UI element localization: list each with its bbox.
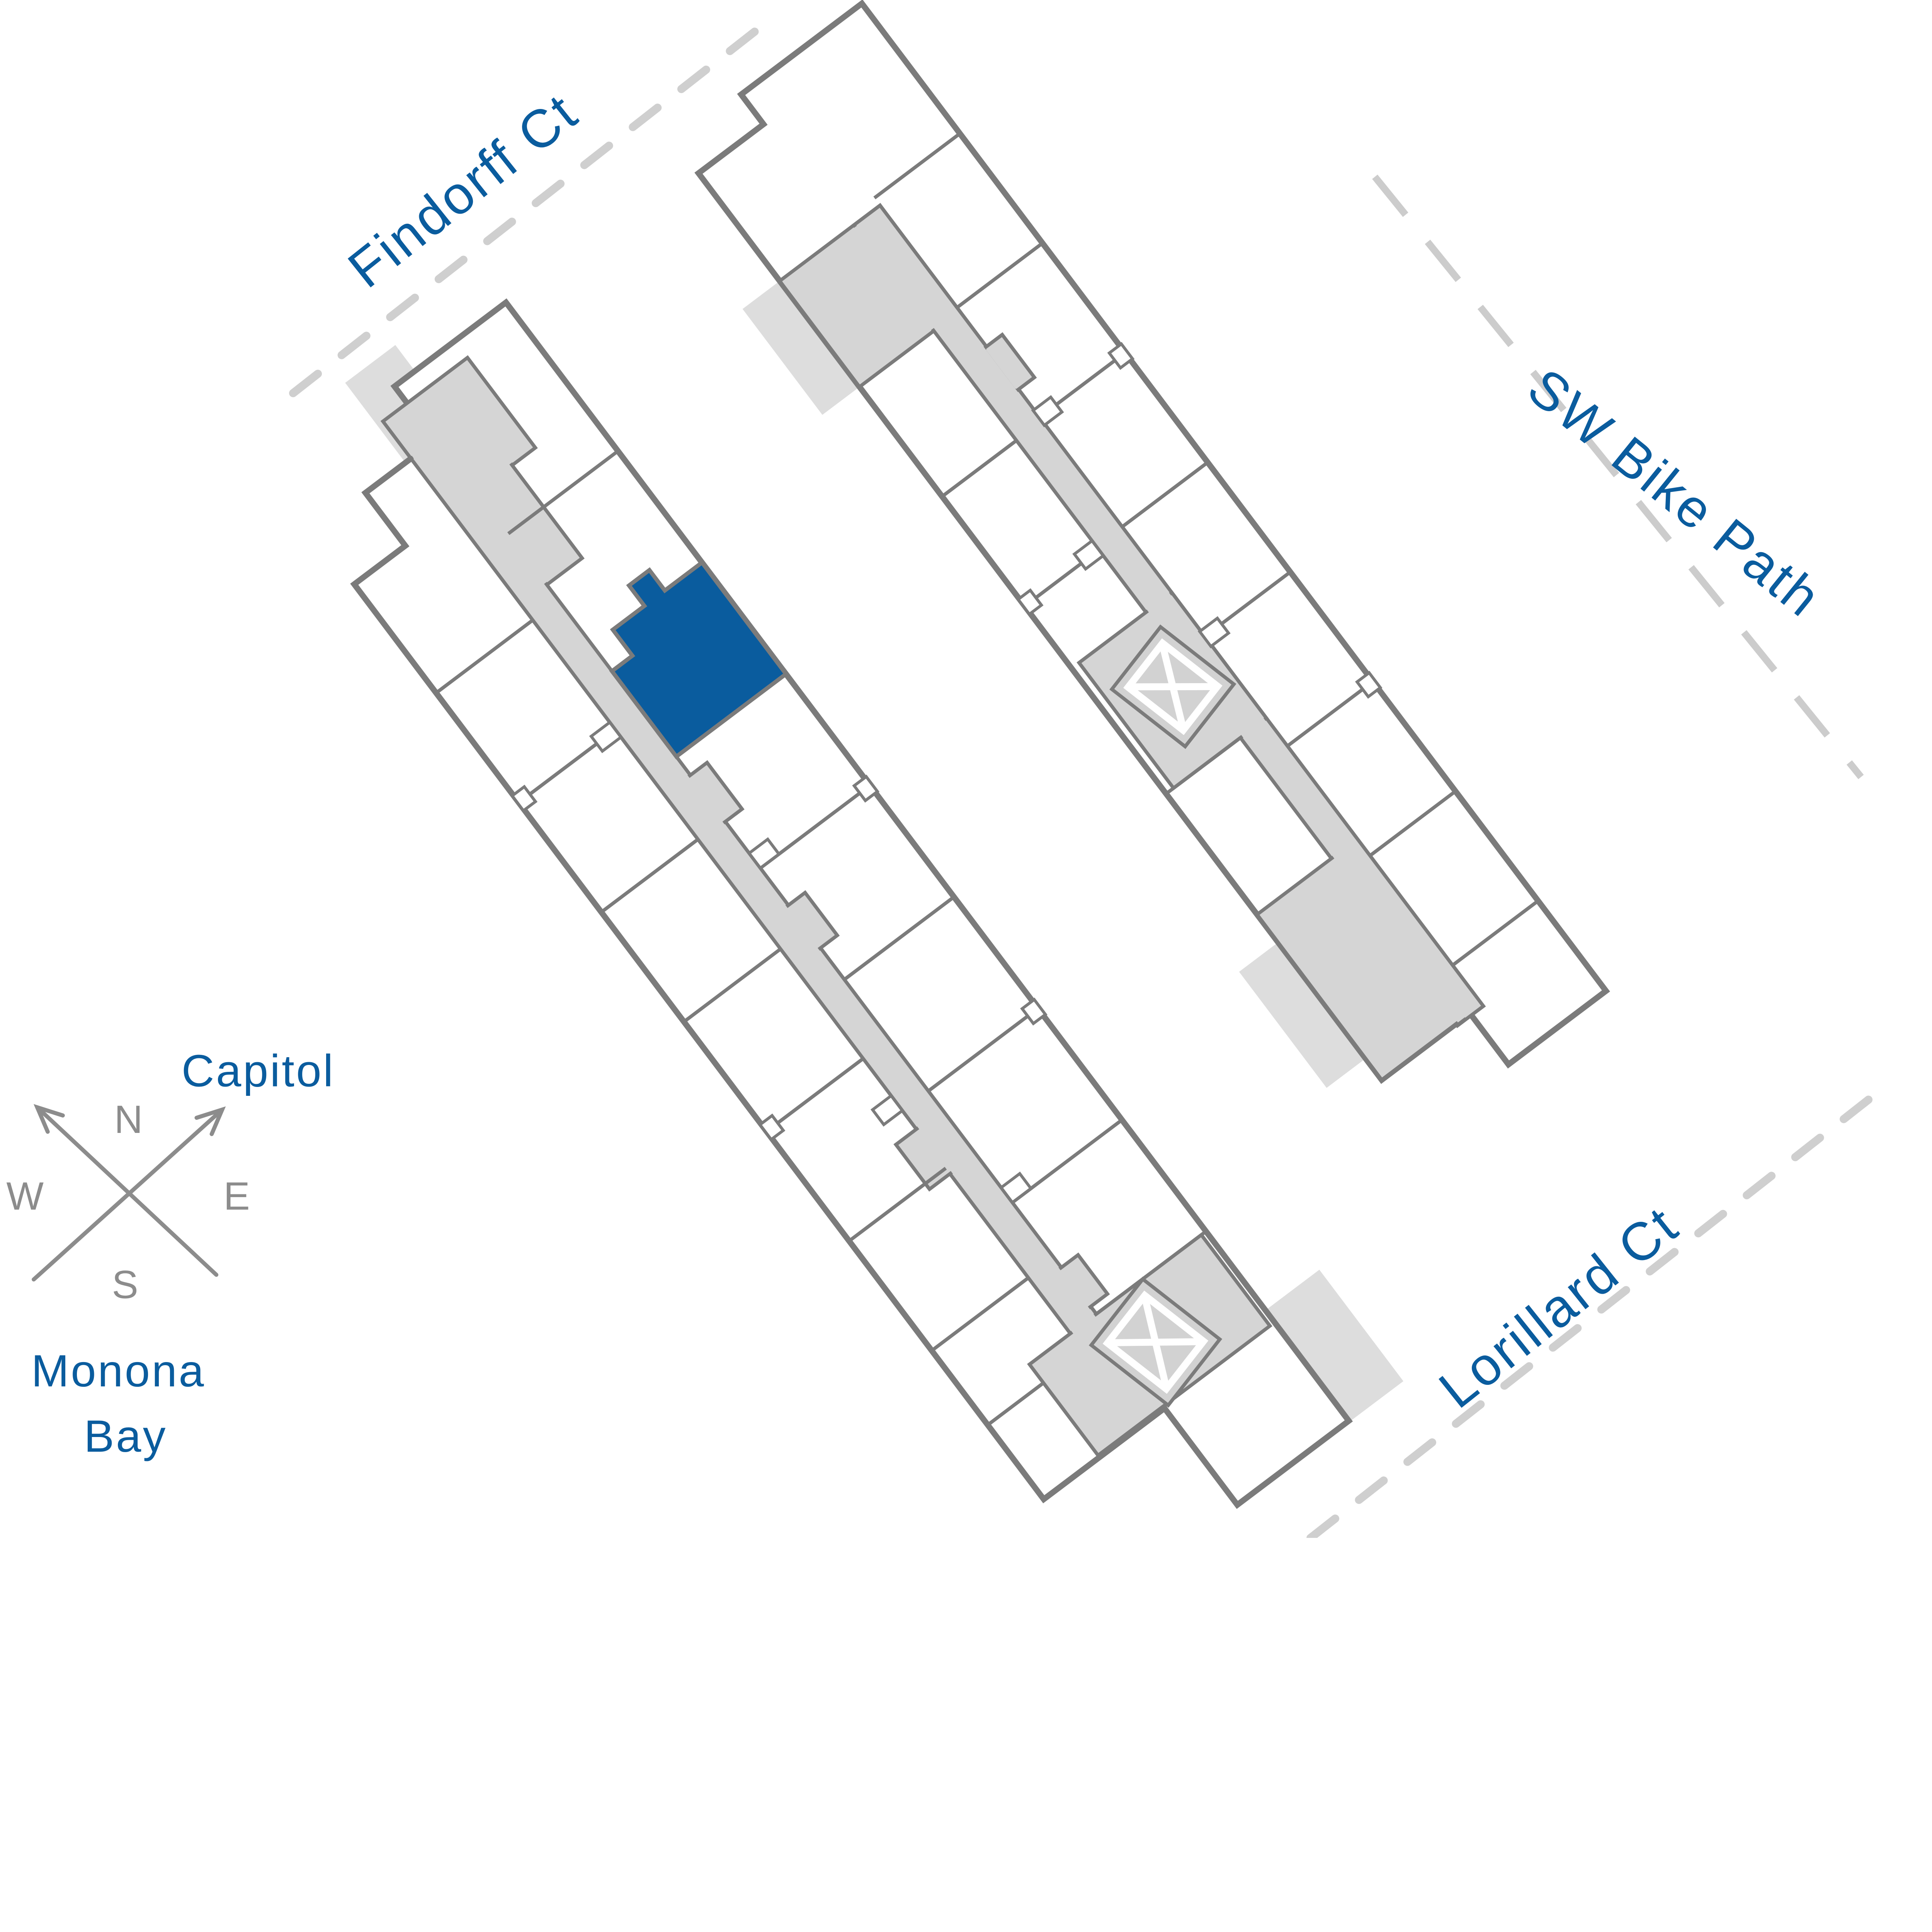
compass-s: S	[112, 1262, 139, 1306]
monona-bay-line2: Bay	[84, 1411, 167, 1461]
compass-arrowhead-ne	[194, 1106, 226, 1136]
west-wall-notch	[589, 720, 623, 753]
east-end-walkway	[1239, 942, 1366, 1088]
west-unit-walls-sw	[435, 619, 1164, 1457]
east-wall-notch	[1107, 342, 1135, 370]
sw-bike-path-line	[1372, 174, 1864, 779]
east-wall-notch	[1031, 395, 1064, 427]
lorillard-ct-street-line	[1304, 1090, 1879, 1538]
east-wall-notch	[1197, 616, 1231, 649]
monona-bay-label: Monona Bay	[31, 1345, 220, 1461]
east-corridor	[777, 203, 1486, 1082]
west-building	[345, 298, 1403, 1509]
findorff-ct-street-line	[289, 19, 770, 397]
compass-e: E	[223, 1174, 251, 1218]
east-wall-notch	[1072, 539, 1105, 571]
east-wall-notch	[1355, 670, 1383, 699]
west-wall-notch	[747, 837, 781, 870]
west-courtyard-walkway	[1254, 1270, 1403, 1430]
west-wall-notch	[758, 1113, 786, 1142]
compass-n: N	[114, 1097, 144, 1141]
west-wall-notch	[870, 1094, 905, 1127]
west-wall-notch	[999, 1172, 1033, 1205]
compass-axis-ne-sw	[32, 1107, 224, 1282]
east-entry-walkway	[742, 281, 860, 415]
east-unit-walls-ne	[873, 132, 1539, 967]
west-unit-walls-ne	[507, 449, 1207, 1316]
monona-bay-line1: Monona	[31, 1345, 206, 1396]
elevator-icon	[1088, 1277, 1223, 1408]
highlighted-unit[interactable]	[577, 542, 789, 760]
compass-arrowhead-nw	[33, 1104, 65, 1134]
west-wall-notch	[1020, 997, 1048, 1026]
east-building	[694, 0, 1610, 1088]
site-plan-map: Findorff Ct SW Bike Path Lorillard Ct N …	[6, 0, 1879, 1538]
elevator-icon	[1109, 624, 1236, 749]
lorillard-ct-label: Lorillard Ct	[1428, 1195, 1689, 1420]
west-corridor	[380, 355, 1272, 1458]
west-wall-notch	[852, 774, 880, 803]
compass: N E S W	[6, 1097, 251, 1306]
east-wall-notch	[1016, 588, 1044, 616]
compass-axis-nw-se	[35, 1105, 219, 1277]
capitol-label: Capitol	[182, 1046, 335, 1096]
compass-w: W	[6, 1174, 45, 1218]
sw-bike-path-label: SW Bike Path	[1517, 357, 1833, 629]
west-wall-notch	[510, 784, 538, 813]
